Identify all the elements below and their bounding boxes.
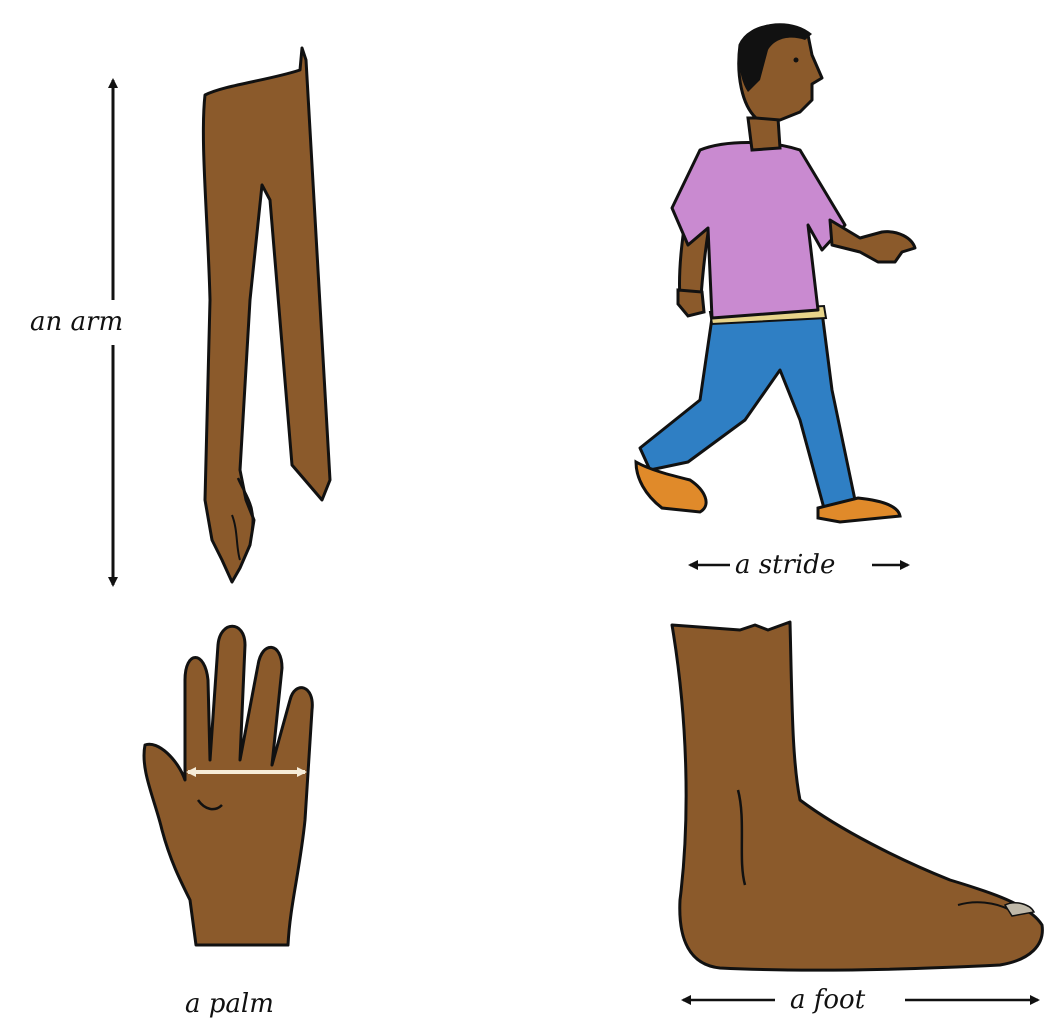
walking-man-illustration [636,23,915,522]
arm-illustration [203,48,330,582]
arm-label: an arm [30,307,123,337]
palm-label: a palm [185,989,274,1019]
palm-illustration [144,626,312,945]
stride-label: a stride [735,550,835,580]
foot-illustration [672,622,1042,970]
foot-label: a foot [790,985,866,1015]
